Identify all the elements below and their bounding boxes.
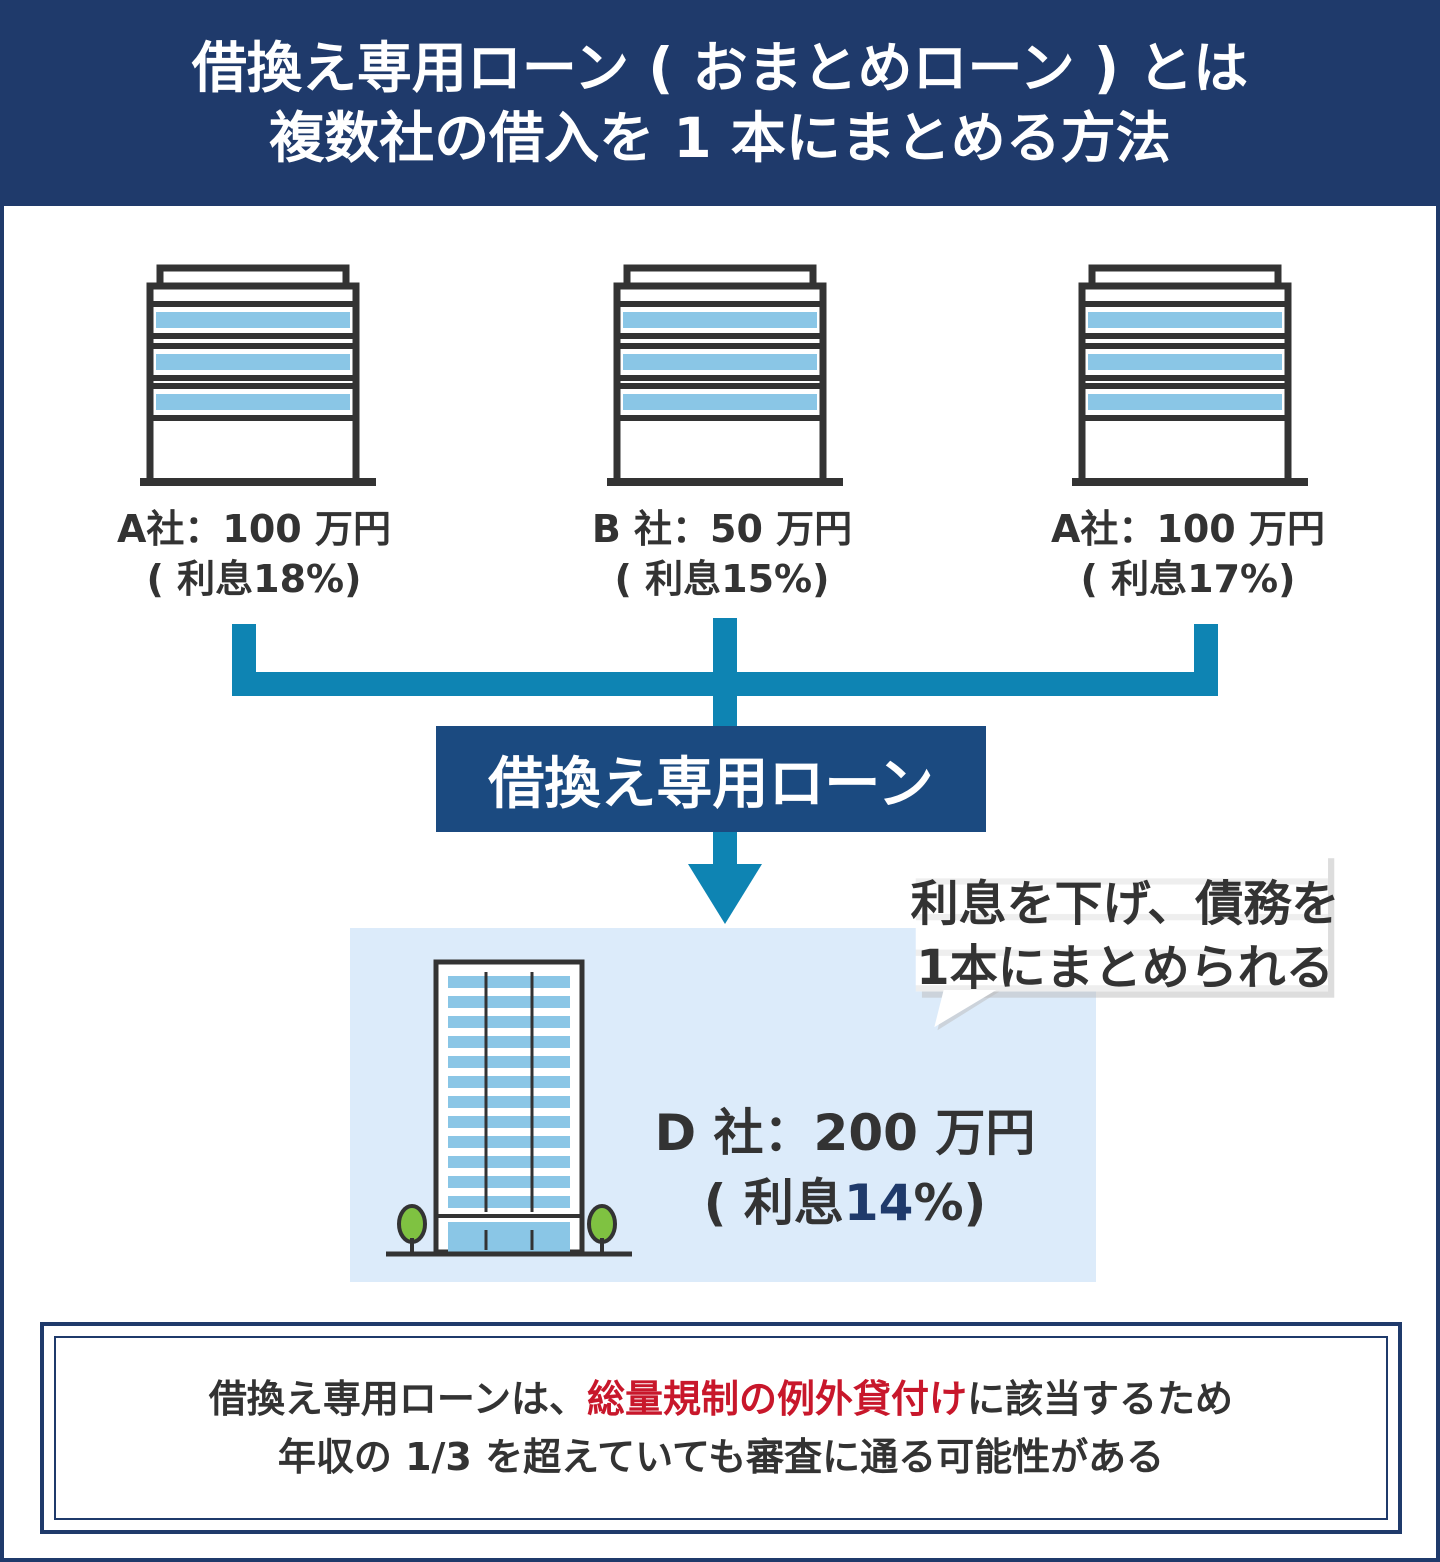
tall-building-icon [386, 959, 632, 1257]
header-banner: 借換え専用ローン ( おまとめローン ) とは 複数社の借入を 1 本にまとめる… [0, 0, 1440, 206]
result-rate-value: 14 [843, 1174, 914, 1232]
note-box: 借換え専用ローンは、総量規制の例外貸付けに該当するため 年収の 1/3 を超えて… [40, 1322, 1402, 1534]
company-rate: ( 利息17%) [1080, 557, 1296, 601]
bubble-line-2: 1本にまとめられる [916, 940, 1334, 996]
company-amount: A社：100 万円 [117, 507, 391, 551]
header-title-line1: 借換え専用ローン ( おまとめローン ) とは [191, 36, 1249, 100]
result-rate: ( 利息14%) [703, 1174, 987, 1232]
speech-bubble-text: 利息を下げ、債務を 1本にまとめられる [855, 872, 1395, 1000]
result-amount: D 社：200 万円 [654, 1104, 1036, 1162]
company-rate: ( 利息18%) [146, 557, 362, 601]
tree-icon [587, 1204, 617, 1252]
note-inner-frame: 借換え専用ローンは、総量規制の例外貸付けに該当するため 年収の 1/3 を超えて… [54, 1336, 1388, 1520]
tree-icon [397, 1204, 427, 1252]
header-title-line2: 複数社の借入を 1 本にまとめる方法 [269, 106, 1171, 170]
note-highlight: 総量規制の例外貸付け [587, 1377, 968, 1421]
office-building-icon [607, 264, 843, 486]
speech-bubble [915, 852, 1335, 1031]
company-rate: ( 利息15%) [614, 557, 830, 601]
company-amount: A社：100 万円 [1051, 507, 1325, 551]
company-label-a: A社：100 万円 ( 利息18%) [44, 504, 464, 604]
note-line-2: 年収の 1/3 を超えていても審査に通る可能性がある [277, 1435, 1165, 1479]
note-line-1: 借換え専用ローンは、総量規制の例外貸付けに該当するため [208, 1377, 1234, 1421]
company-label-b: B 社：50 万円 ( 利息15%) [512, 504, 932, 604]
office-building-icon [140, 264, 376, 486]
office-building-icon [1072, 264, 1308, 486]
refinance-loan-box: 借換え専用ローン [436, 726, 986, 832]
bubble-line-1: 利息を下げ、債務を [910, 876, 1340, 932]
result-company-label: D 社：200 万円 ( 利息14%) [640, 1098, 1050, 1238]
company-amount: B 社：50 万円 [591, 507, 853, 551]
company-label-c: A社：100 万円 ( 利息17%) [978, 504, 1398, 604]
